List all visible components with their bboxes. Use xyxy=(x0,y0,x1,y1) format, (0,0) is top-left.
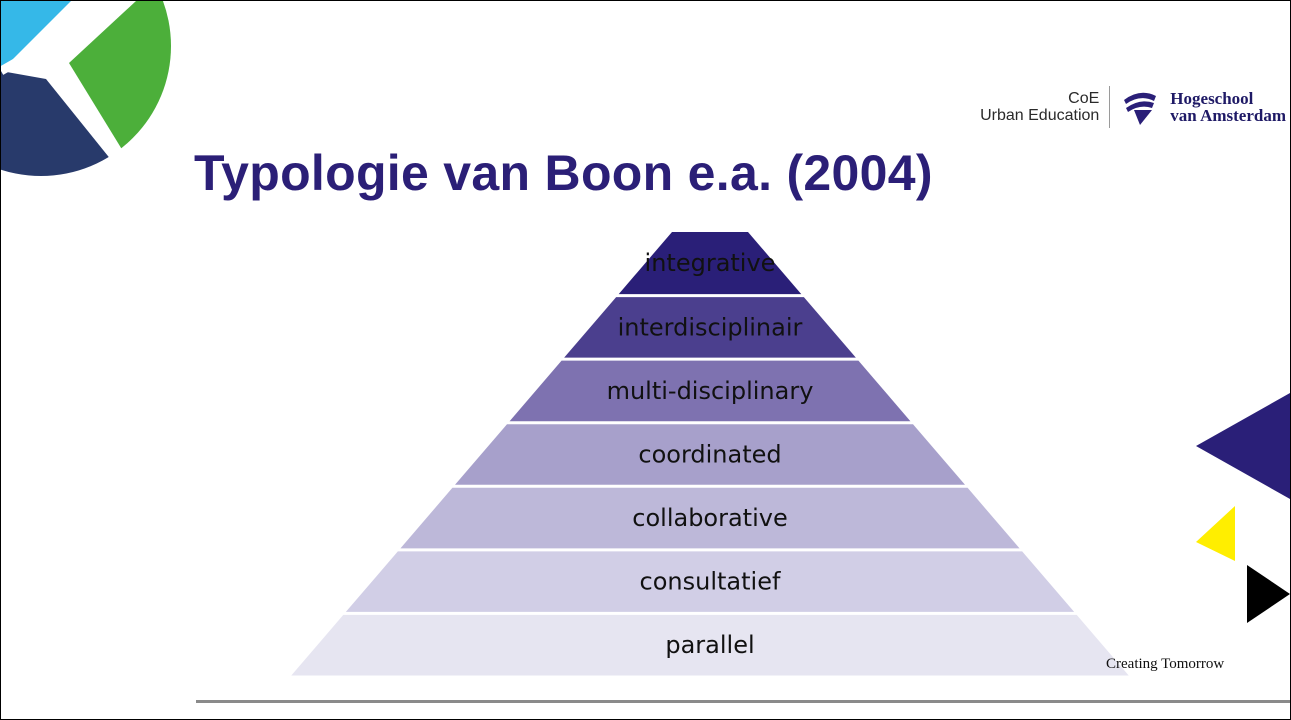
pyramid-layer-interdisciplinair xyxy=(564,297,856,358)
pyramid-layer-label: interdisciplinair xyxy=(618,313,803,341)
pyramid-layer-label: consultatief xyxy=(640,568,781,596)
hva-logo-text: Hogeschool van Amsterdam xyxy=(1170,90,1286,124)
black-triangle xyxy=(1247,565,1290,623)
pyramid-layer-label: integrative xyxy=(645,249,776,277)
bottom-divider-line xyxy=(196,700,1290,703)
hva-line-1: Hogeschool xyxy=(1170,89,1254,108)
decorative-circle-graphic xyxy=(1,1,171,176)
blue-segment xyxy=(1,1,91,81)
decorative-triangles xyxy=(1196,393,1290,623)
tagline: Creating Tomorrow xyxy=(1106,656,1225,672)
logo-divider xyxy=(1109,86,1111,128)
pyramid-layer-multi-disciplinary xyxy=(509,360,911,422)
coe-line-1: CoE xyxy=(1068,90,1100,107)
pyramid-layer-coordinated xyxy=(455,424,965,485)
pyramid-layer-parallel xyxy=(291,614,1129,676)
pyramid-layer-integrative xyxy=(618,232,802,295)
logo-block: CoE Urban Education Hogeschool van Amste… xyxy=(980,86,1286,128)
pyramid-layer-consultatief xyxy=(345,551,1075,612)
pyramid-layer-label: multi-disciplinary xyxy=(607,377,814,405)
navy-segment xyxy=(1,71,116,176)
page-title: Typologie van Boon e.a. (2004) xyxy=(194,145,933,201)
pyramid-layer-label: collaborative xyxy=(632,504,787,532)
pyramid-layer-collaborative xyxy=(400,487,1020,549)
pyramid-layer-label: parallel xyxy=(665,631,754,659)
hva-logo-icon xyxy=(1124,92,1157,125)
coe-line-2: Urban Education xyxy=(980,107,1100,124)
coe-logo-text: CoE Urban Education xyxy=(980,90,1099,124)
hva-line-2: van Amsterdam xyxy=(1170,106,1286,125)
navy-triangle xyxy=(1196,393,1290,499)
yellow-triangle xyxy=(1196,506,1235,561)
pyramid-layer-label: coordinated xyxy=(638,441,781,469)
